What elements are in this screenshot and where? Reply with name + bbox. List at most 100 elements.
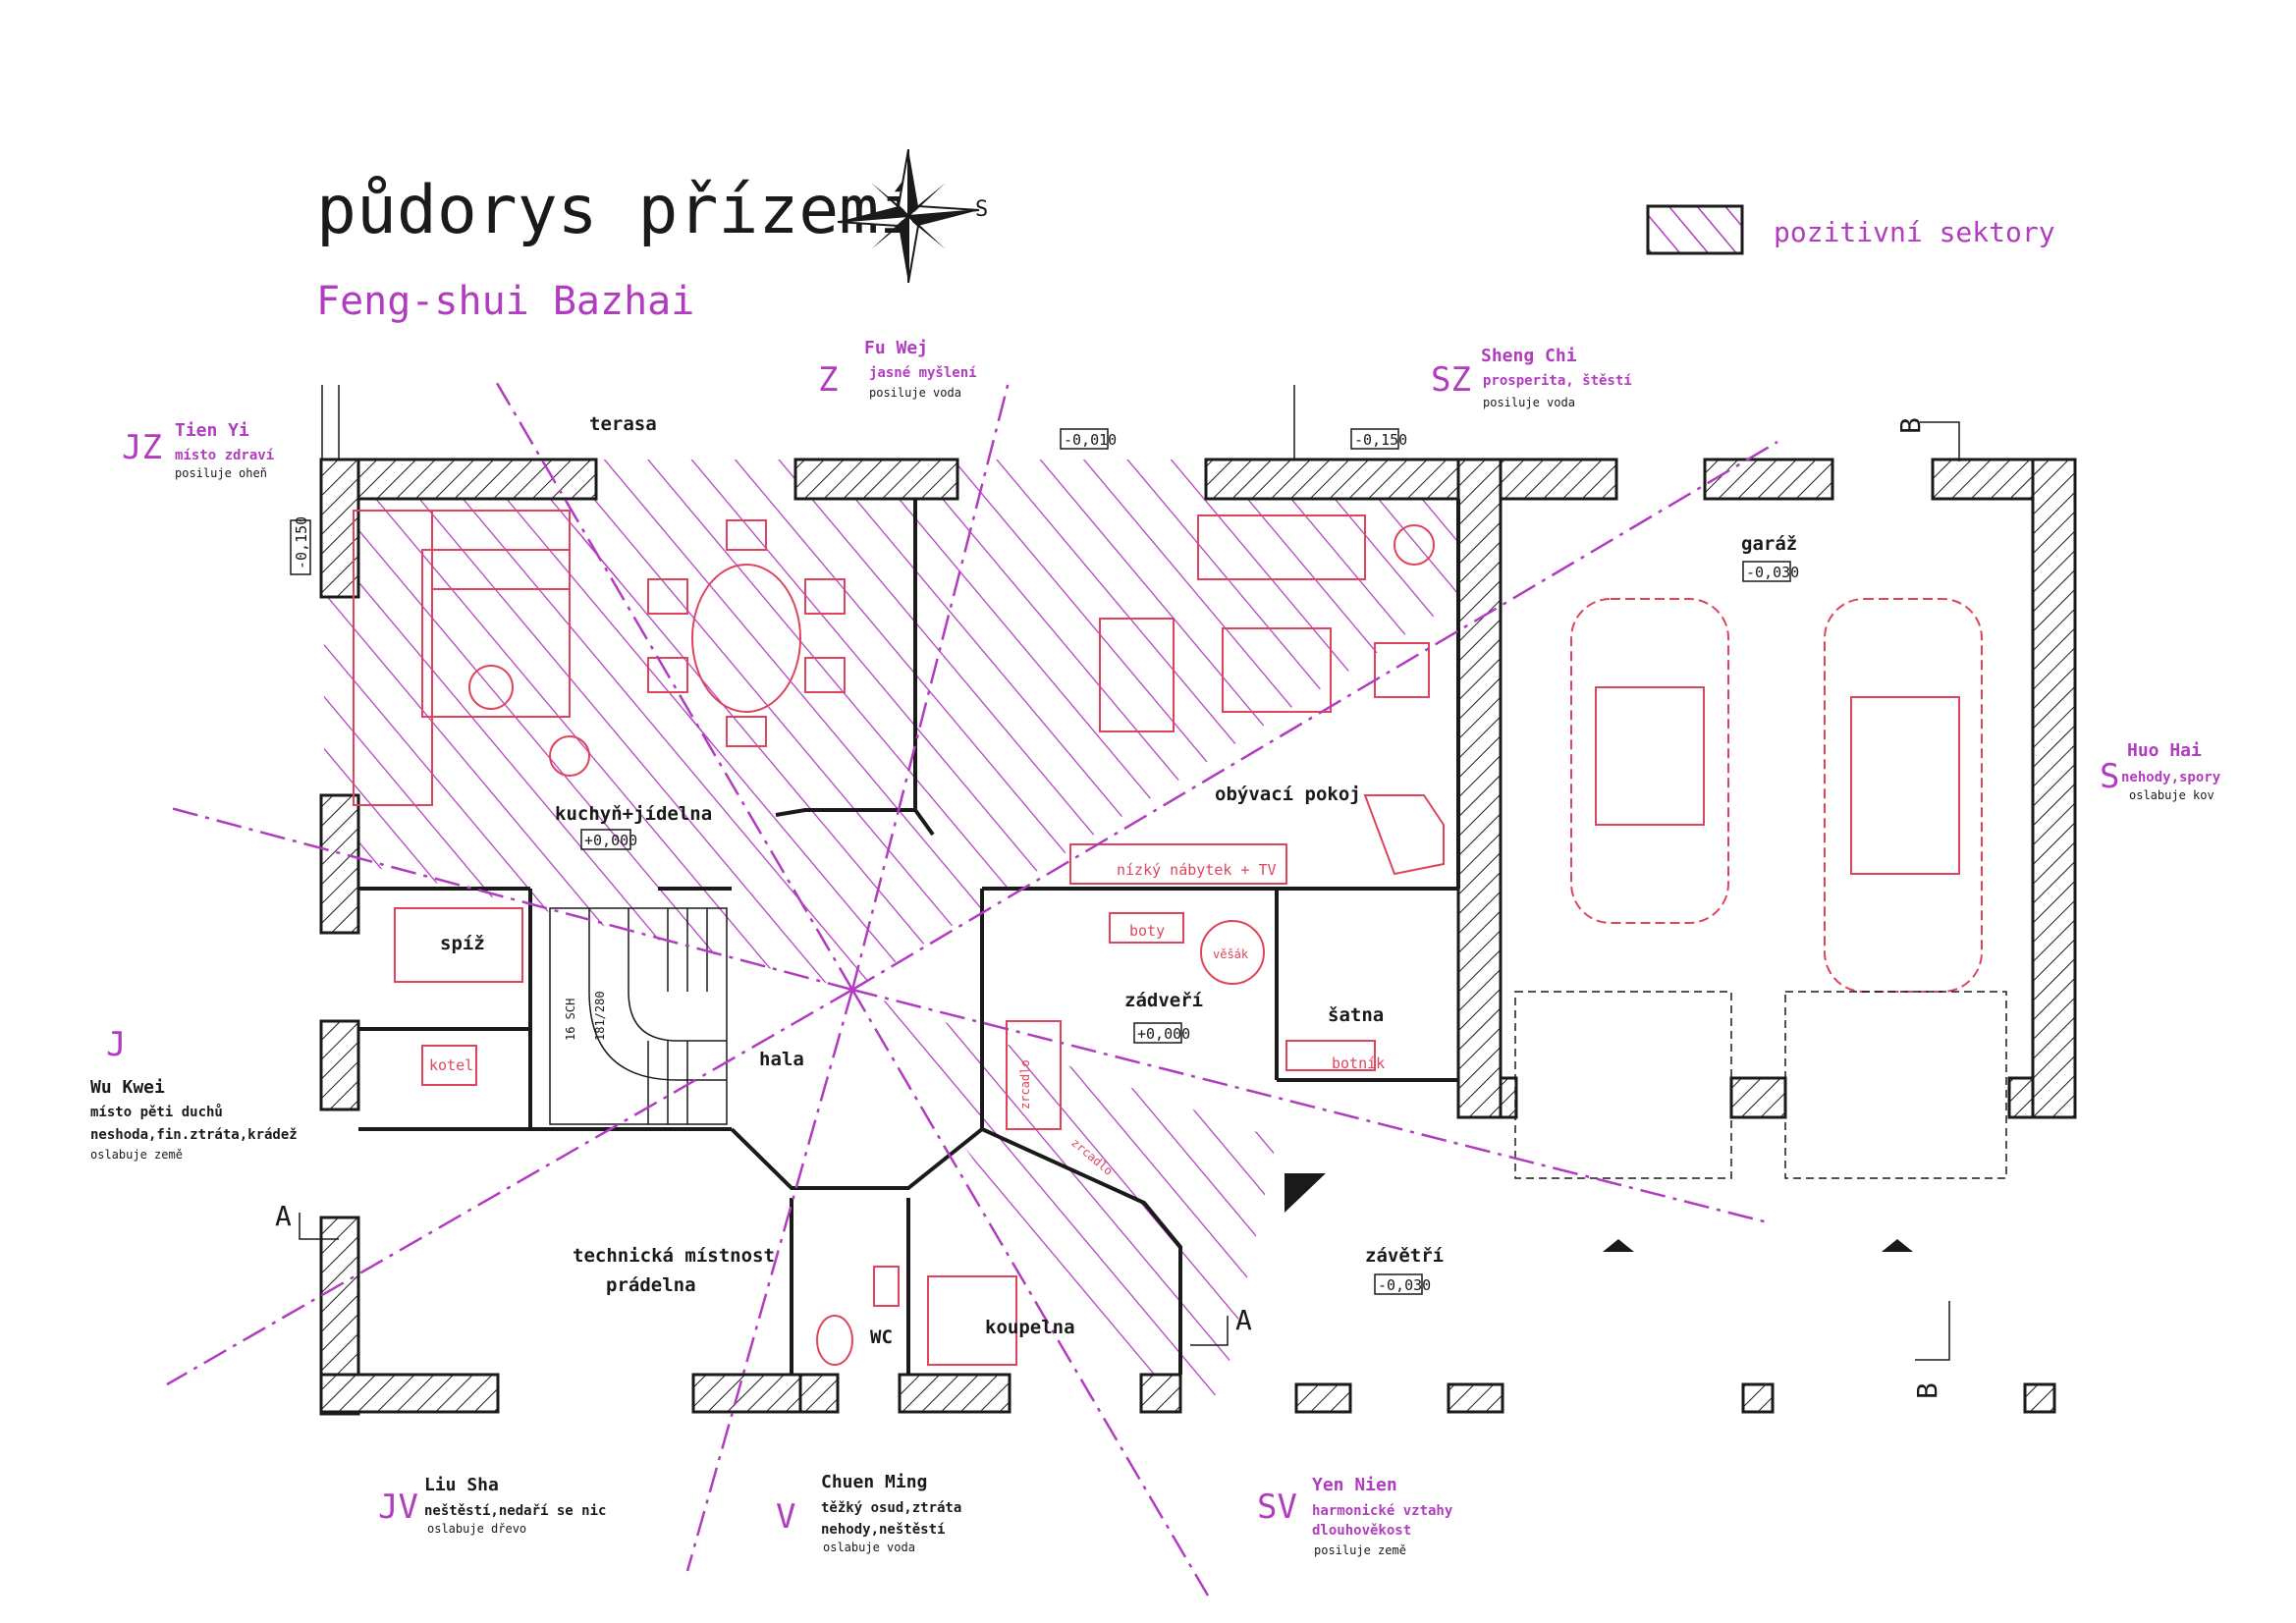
sector-v-dir: V xyxy=(776,1497,795,1537)
garage-door-arrow-icon xyxy=(1603,1239,1634,1252)
sector-jv-dir: JV xyxy=(378,1488,418,1527)
level-terrace-2: -0,150 xyxy=(1354,431,1407,449)
sector-sz-meaning: prosperita, štěstí xyxy=(1483,373,1632,389)
sector-v-meaning-2: nehody,neštěstí xyxy=(821,1522,945,1538)
sector-sv-meaning-2: dlouhověkost xyxy=(1312,1523,1411,1539)
sector-jz-effect: posiluje oheň xyxy=(175,466,267,480)
room-kuchyne: kuchyň+jídelna xyxy=(555,803,712,825)
label-kotel: kotel xyxy=(429,1056,473,1074)
section-a-left-label: A xyxy=(275,1200,292,1232)
sector-j: J Wu Kwei místo pěti duchů neshoda,fin.z… xyxy=(90,1025,298,1162)
level-zavetri: -0,030 xyxy=(1378,1276,1431,1294)
stair-count-label: 16 SCH xyxy=(564,999,577,1041)
compass-label: S xyxy=(975,197,988,222)
sector-z-name: Fu Wej xyxy=(864,338,928,358)
sector-s-name: Huo Hai xyxy=(2127,740,2202,761)
legend: pozitivní sektory xyxy=(1646,204,2055,255)
page-subtitle: Feng-shui Bazhai xyxy=(316,279,694,324)
stair-size-label: 181/280 xyxy=(593,991,607,1041)
section-b-bottom-label: B xyxy=(1911,1382,1943,1399)
outdoor-pillars xyxy=(1294,1382,2056,1414)
room-wc: WC xyxy=(870,1326,893,1348)
room-koupelna: koupelna xyxy=(985,1317,1075,1338)
sector-z-effect: posiluje voda xyxy=(869,386,961,400)
legend-label: pozitivní sektory xyxy=(1774,216,2055,248)
sector-j-meaning-2: neshoda,fin.ztráta,krádež xyxy=(90,1127,298,1143)
sector-jv-effect: oslabuje dřevo xyxy=(427,1522,526,1536)
sector-z: Z Fu Wej jasné myšlení posiluje voda xyxy=(818,338,977,400)
sector-s-effect: oslabuje kov xyxy=(2129,788,2214,802)
level-box-zadveri xyxy=(1133,1022,1182,1044)
level-box-garaz xyxy=(1742,561,1791,582)
label-nizky-nabytek: nízký nábytek + TV xyxy=(1117,861,1277,879)
terrace xyxy=(321,385,1295,460)
section-mark-a-left xyxy=(299,1213,339,1240)
sector-jz-name: Tien Yi xyxy=(175,420,249,441)
sector-jv: JV Liu Sha neštěstí,nedaří se nic oslabu… xyxy=(378,1475,606,1536)
sector-jz-area xyxy=(324,460,852,990)
sector-v: V Chuen Ming těžký osud,ztráta nehody,ne… xyxy=(776,1472,961,1554)
sector-boundary-lines xyxy=(166,377,1778,1596)
page-title: půdorys přízemí xyxy=(316,172,919,249)
section-mark-b-bottom xyxy=(1915,1301,1950,1361)
sector-z-dir: Z xyxy=(818,360,838,400)
exterior-walls xyxy=(319,458,2077,1416)
sector-sv: SV Yen Nien harmonické vztahy dlouhověko… xyxy=(1257,1475,1453,1557)
room-pradelna: prádelna xyxy=(606,1274,696,1296)
label-zrcadlo-1: zrcadlo xyxy=(1018,1059,1032,1109)
sector-jv-meaning: neštěstí,nedaří se nic xyxy=(424,1503,606,1519)
sector-jz-dir: JZ xyxy=(122,428,162,467)
level-kuchyne: +0,000 xyxy=(584,832,637,849)
room-hala: hala xyxy=(759,1049,804,1070)
sector-sz-name: Sheng Chi xyxy=(1481,346,1577,366)
sector-j-name: Wu Kwei xyxy=(90,1077,165,1098)
sector-jv-name: Liu Sha xyxy=(424,1475,499,1495)
level-box-terrace-2 xyxy=(1350,428,1399,450)
sector-sv-dir: SV xyxy=(1257,1488,1297,1527)
level-box-left xyxy=(290,519,311,575)
room-zadveri: zádveří xyxy=(1124,990,1203,1011)
sector-sz-effect: posiluje voda xyxy=(1483,396,1575,409)
interior-walls xyxy=(358,499,1460,1375)
sector-v-meaning: těžký osud,ztráta xyxy=(821,1500,961,1516)
room-terasa: terasa xyxy=(589,413,657,435)
level-left-side: -0,150 xyxy=(293,516,310,569)
sector-j-meaning: místo pěti duchů xyxy=(90,1104,223,1120)
sector-sv-meaning: harmonické vztahy xyxy=(1312,1503,1453,1519)
level-zadveri: +0,000 xyxy=(1137,1025,1190,1043)
staircase xyxy=(549,907,728,1125)
level-box-terrace-1 xyxy=(1060,428,1109,450)
sector-v-effect: oslabuje voda xyxy=(823,1541,915,1554)
section-mark-a-right xyxy=(1190,1316,1229,1346)
room-satna: šatna xyxy=(1328,1004,1384,1026)
section-a-right-label: A xyxy=(1235,1304,1252,1336)
level-garaz: -0,030 xyxy=(1746,564,1799,581)
room-garaz: garáž xyxy=(1741,533,1797,555)
sector-sz-dir: SZ xyxy=(1431,360,1471,400)
garage-parking-outlines xyxy=(1514,991,2007,1179)
sector-j-dir: J xyxy=(106,1025,126,1064)
label-vesak: věšák xyxy=(1213,947,1249,961)
garage-door-arrow-icon-2 xyxy=(1882,1239,1913,1252)
sector-sv-name: Yen Nien xyxy=(1312,1475,1397,1495)
sector-sv-area xyxy=(852,990,1277,1404)
section-b-top-label: B xyxy=(1894,417,1927,434)
level-box-kuchyne xyxy=(580,829,631,850)
sector-sv-effect: posiluje země xyxy=(1314,1543,1406,1557)
sector-v-name: Chuen Ming xyxy=(821,1472,927,1492)
legend-swatch xyxy=(1646,204,1744,255)
positive-sector-hatching xyxy=(324,460,1468,1404)
sector-z-area xyxy=(535,460,913,990)
sector-sz-area xyxy=(852,460,1468,990)
room-technicka: technická místnost xyxy=(573,1245,775,1267)
compass-icon xyxy=(837,148,980,284)
furniture xyxy=(353,510,1983,1366)
label-boty: boty xyxy=(1129,922,1165,940)
level-box-zavetri xyxy=(1374,1273,1423,1295)
section-mark-b-top xyxy=(1920,421,1960,461)
room-zavetri: závětří xyxy=(1365,1245,1444,1267)
sector-sz: SZ Sheng Chi prosperita, štěstí posiluje… xyxy=(1431,346,1632,409)
label-botnik: botník xyxy=(1332,1055,1385,1072)
entrance-arrow-icon xyxy=(1285,1173,1326,1213)
